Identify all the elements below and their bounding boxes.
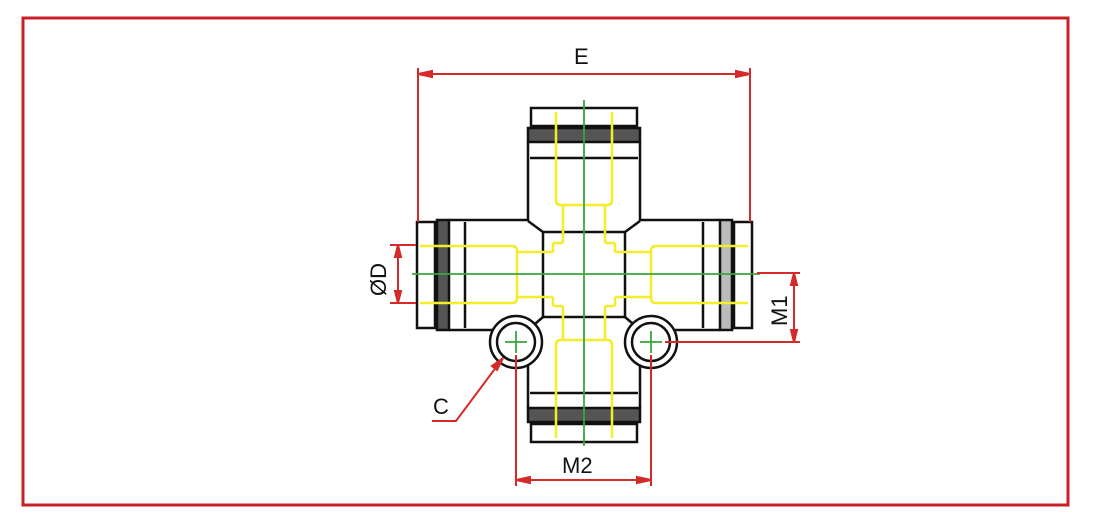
drawing-frame	[21, 16, 1070, 507]
label-e: E	[574, 44, 589, 69]
label-m2: M2	[562, 453, 593, 478]
dimension-m2	[515, 355, 652, 486]
label-c: C	[433, 394, 449, 419]
dimension-d	[390, 244, 416, 304]
dimension-m1	[665, 272, 800, 343]
label-m1: M1	[767, 295, 792, 326]
label-d: ØD	[366, 263, 391, 296]
mounting-hole-right	[623, 314, 679, 370]
center-lines	[412, 100, 760, 446]
leader-c	[432, 357, 504, 422]
dimension-e	[417, 68, 751, 222]
